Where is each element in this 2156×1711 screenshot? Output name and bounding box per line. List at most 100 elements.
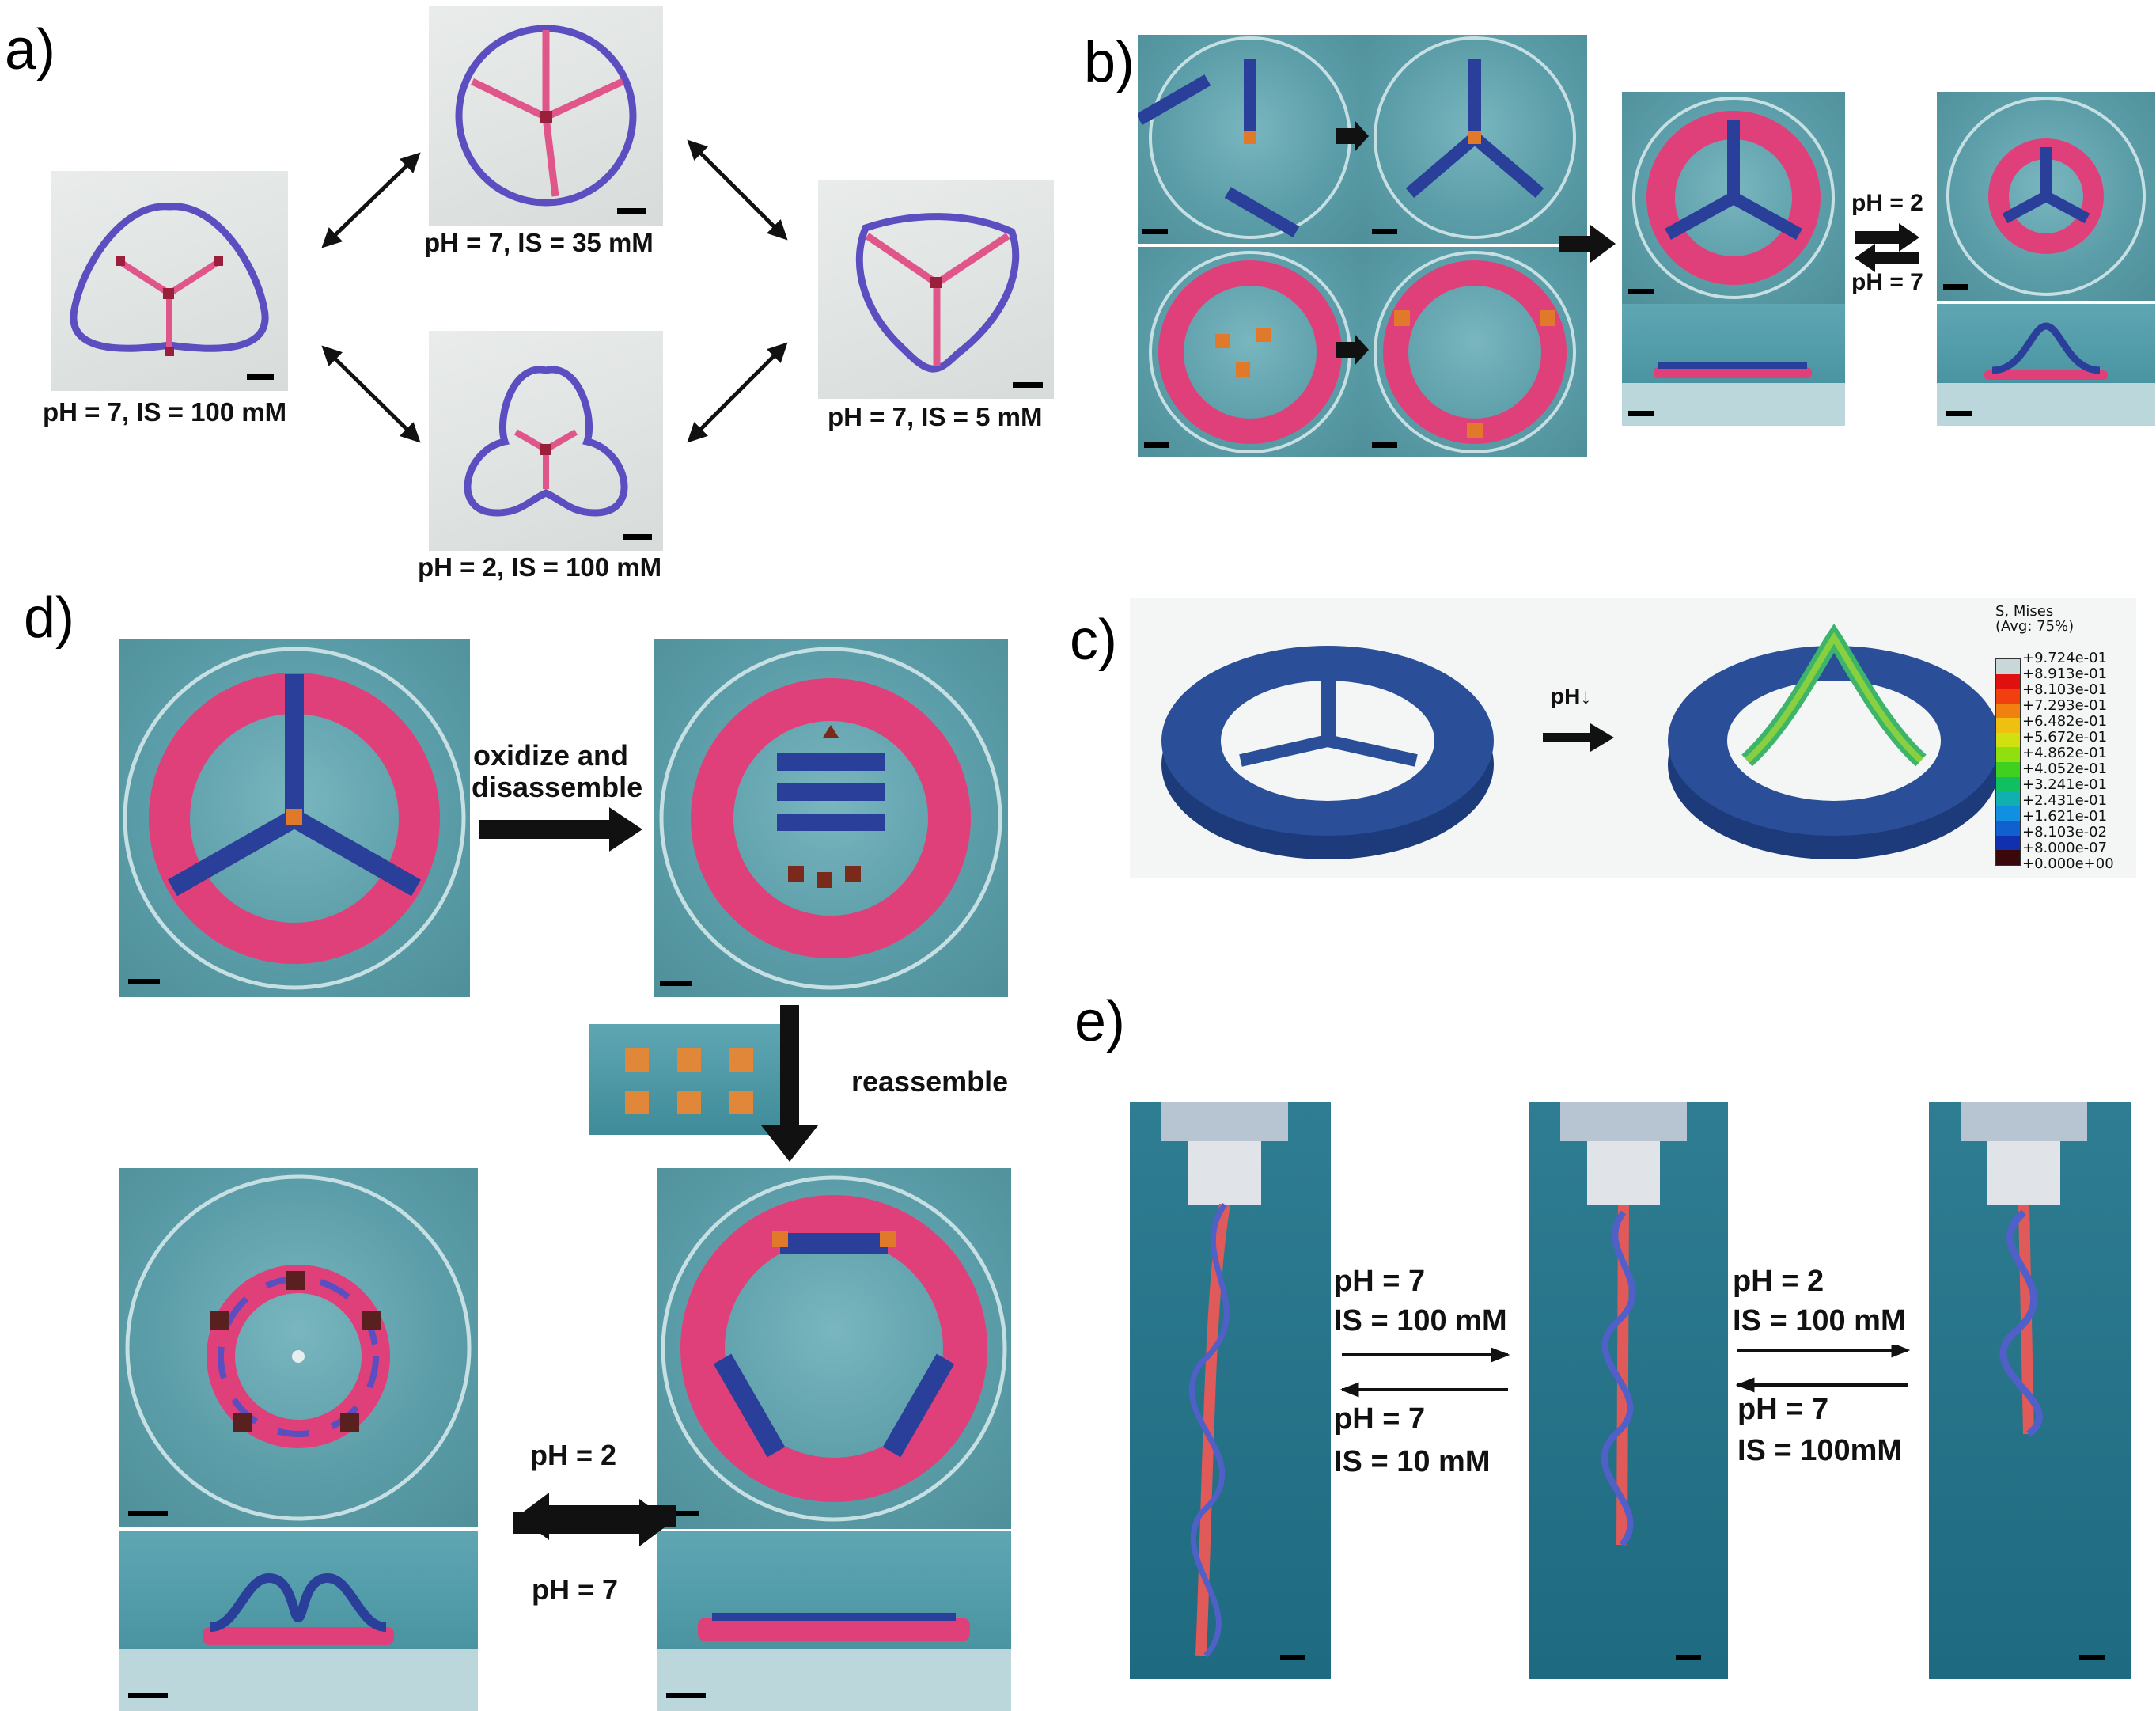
- scale-bar: [617, 208, 646, 214]
- panel-d-photo-gels: [589, 1024, 790, 1135]
- panel-b-photo-8: [1937, 304, 2155, 426]
- scale-bar: [1946, 411, 1972, 416]
- panel-a-caption-left: pH = 7, IS = 100 mM: [43, 397, 287, 427]
- gel-structure-image: [125, 1174, 472, 1521]
- legend-value: +8.103e-01: [2022, 681, 2108, 698]
- panel-e-photo-1: [1130, 1102, 1331, 1679]
- panel-d-photo-6: [657, 1531, 1011, 1711]
- scale-bar: [1372, 442, 1397, 448]
- panel-d-oxidize-line2: disassemble: [472, 771, 643, 803]
- gel-side-view-image: [1937, 322, 2155, 426]
- panel-e-right-forward-2: IS = 100 mM: [1733, 1304, 1906, 1337]
- panel-d-photo-4: [119, 1531, 478, 1711]
- panel-b-photo-4: [1362, 247, 1587, 457]
- panel-e-left-back-1: pH = 7: [1334, 1402, 1426, 1436]
- scale-bar: [666, 1693, 706, 1698]
- scale-bar: [128, 979, 160, 984]
- legend-value: +4.052e-01: [2022, 761, 2108, 777]
- legend-title: S, Mises (Avg: 75%): [1995, 603, 2075, 635]
- panel-d-photo-3: [119, 1168, 478, 1527]
- scale-bar: [128, 1511, 168, 1516]
- scale-bar: [1144, 442, 1169, 448]
- panel-b-photo-1: [1138, 35, 1362, 244]
- scale-bar: [1372, 229, 1397, 234]
- legend-swatch: [1996, 762, 2020, 777]
- legend-swatch: [1996, 747, 2020, 762]
- panel-e-left-back-2: IS = 10 mM: [1334, 1445, 1491, 1478]
- fem-simulation-image: [1161, 623, 2000, 859]
- scale-bar: [1676, 1655, 1701, 1660]
- panel-c-letter: c): [1070, 609, 1117, 672]
- gel-side-view-image: [657, 1613, 1011, 1711]
- legend-value: +0.000e+00: [2022, 856, 2114, 872]
- panel-b-photo-5: [1622, 92, 1845, 304]
- legend-swatch: [1996, 673, 2020, 689]
- scale-bar: [663, 1511, 699, 1516]
- legend-value: +4.862e-01: [2022, 745, 2108, 761]
- panel-d-oxidize-line1: oxidize and: [473, 739, 629, 772]
- gel-structure-image: [1632, 97, 1835, 299]
- panel-a-photo-bottom: [429, 331, 663, 551]
- panel-d-arrow-top: pH = 2: [530, 1439, 617, 1471]
- panel-b-photo-6: [1622, 304, 1845, 426]
- panel-b-photo-2: [1362, 35, 1587, 244]
- legend-swatch: [1996, 732, 2020, 748]
- scale-bar: [1013, 382, 1043, 388]
- scale-bar: [660, 981, 692, 986]
- legend-swatch: [1996, 835, 2020, 851]
- panel-c-legend: S, Mises (Avg: 75%) +9.724e-01+8.913e-01…: [1994, 603, 2133, 874]
- gel-structure-image: [455, 25, 637, 207]
- panel-a-caption-right: pH = 7, IS = 5 mM: [828, 402, 1043, 431]
- panel-a-caption-bottom: pH = 2, IS = 100 mM: [418, 552, 662, 582]
- panel-a-arrows: [321, 139, 788, 443]
- panel-b-letter: b): [1084, 31, 1135, 94]
- legend-swatch: [1996, 689, 2020, 704]
- legend-swatch: [1996, 776, 2020, 792]
- legend-swatch: [1996, 821, 2020, 836]
- scale-bar: [1628, 411, 1654, 416]
- scale-bar: [128, 1693, 168, 1698]
- legend-value: +6.482e-01: [2022, 713, 2108, 730]
- scale-bar: [1142, 229, 1168, 234]
- panel-b-photo-7: [1937, 92, 2155, 301]
- panel-b-arrows: [1336, 120, 1919, 366]
- panel-b-arrow-label-bottom: pH = 7: [1851, 269, 1923, 295]
- panel-e-left-forward-1: pH = 7: [1334, 1265, 1426, 1298]
- gel-side-view-image: [119, 1573, 478, 1711]
- gel-structure-image: [464, 366, 628, 517]
- panel-e-photo-2: [1529, 1102, 1728, 1679]
- panel-d-arrow-bottom: pH = 7: [532, 1573, 619, 1606]
- legend-value: +9.724e-01: [2022, 650, 2108, 666]
- panel-d-photo-1: [119, 639, 470, 997]
- panel-e-letter: e): [1074, 990, 1126, 1053]
- panel-a-letter: a): [5, 18, 56, 82]
- helix-actuator-image: [1560, 1102, 1687, 1547]
- panel-e-right-back-2: IS = 100mM: [1737, 1434, 1903, 1467]
- legend-swatch: [1996, 703, 2020, 719]
- gel-structure-image: [1946, 97, 2146, 296]
- panel-d-letter: d): [24, 586, 75, 650]
- legend-value: +8.913e-01: [2022, 666, 2108, 682]
- panel-a-photo-left: [51, 171, 288, 391]
- panel-e-photo-3: [1929, 1102, 2131, 1679]
- legend-value: +5.672e-01: [2022, 729, 2108, 745]
- legend-color-bar: [1995, 658, 2021, 866]
- legend-swatch: [1996, 806, 2020, 821]
- gel-structure-image: [661, 1175, 1007, 1522]
- scale-bar: [247, 374, 274, 380]
- scale-bar: [1280, 1655, 1305, 1660]
- scale-bar: [2079, 1655, 2105, 1660]
- gel-side-view-image: [1622, 362, 1845, 426]
- panel-a-photo-right: [818, 180, 1054, 399]
- panel-d-photo-5: [657, 1168, 1011, 1529]
- panel-b-photo-3: [1138, 247, 1362, 457]
- panel-e-right-forward-1: pH = 2: [1733, 1265, 1824, 1298]
- legend-swatch: [1996, 659, 2020, 674]
- gel-structure-image: [855, 213, 1020, 373]
- helix-actuator-image: [1161, 1102, 1288, 1658]
- scale-bar: [1628, 289, 1654, 294]
- gel-structure-image: [1374, 251, 1576, 453]
- legend-swatch: [1996, 718, 2020, 733]
- legend-value: +8.103e-02: [2022, 824, 2108, 840]
- panel-d-reassemble: reassemble: [851, 1065, 1009, 1098]
